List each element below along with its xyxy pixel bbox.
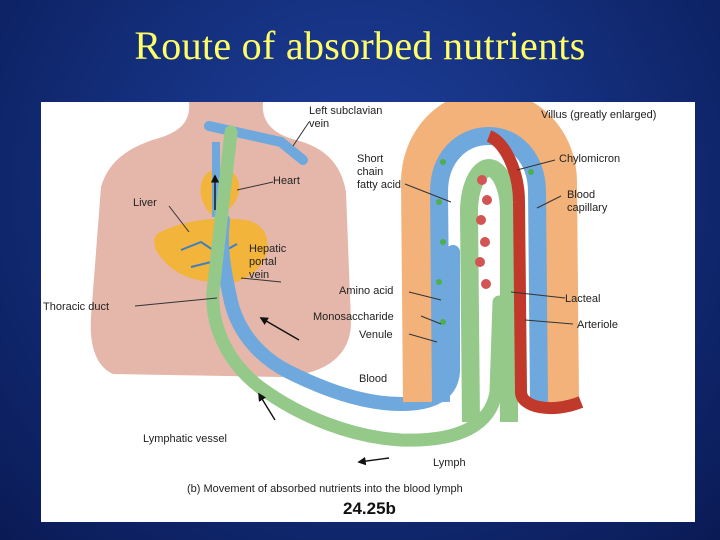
label-liver: Liver: [133, 197, 157, 209]
nutrient-route-figure: Left subclavian vein Heart Liver Hepatic…: [41, 102, 695, 522]
label-hepatic-portal-vein: Hepatic portal vein: [249, 243, 289, 281]
label-left-subclavian-vein: Left subclavian vein: [309, 105, 385, 130]
villus-lacteal: [459, 158, 518, 423]
figure-number: 24.25b: [343, 499, 396, 518]
label-amino-acid: Amino acid: [339, 285, 393, 297]
flow-arrow-lymph: [258, 392, 276, 421]
label-lacteal: Lacteal: [565, 293, 600, 305]
label-short-chain-fatty-acid: Short chain fatty acid: [357, 153, 401, 191]
nutrient-particles: [436, 159, 534, 325]
label-venule: Venule: [359, 329, 393, 341]
villus-arteriole: [486, 130, 584, 415]
flow-arrow-lymph-bottom: [357, 456, 390, 466]
label-chylomicron: Chylomicron: [559, 153, 620, 165]
label-arteriole: Arteriole: [577, 319, 618, 331]
label-blood: Blood: [359, 373, 387, 385]
flow-arrow-portal: [259, 317, 300, 341]
villus-outline: [400, 102, 579, 403]
slide-title: Route of absorbed nutrients: [134, 23, 586, 68]
label-lymphatic-vessel: Lymphatic vessel: [143, 433, 227, 445]
label-thoracic-duct: Thoracic duct: [43, 301, 109, 313]
label-villus: Villus (greatly enlarged): [541, 109, 656, 121]
chylomicron-particles: [475, 175, 492, 289]
figure-caption: (b) Movement of absorbed nutrients into …: [187, 483, 463, 495]
lymphatic-vessel-path: [206, 125, 506, 447]
label-lymph: Lymph: [433, 457, 466, 469]
liver-organ: [154, 218, 268, 284]
label-monosaccharide: Monosaccharide: [313, 311, 394, 323]
label-heart: Heart: [273, 175, 300, 187]
label-blood-capillary: Blood capillary: [567, 189, 608, 214]
